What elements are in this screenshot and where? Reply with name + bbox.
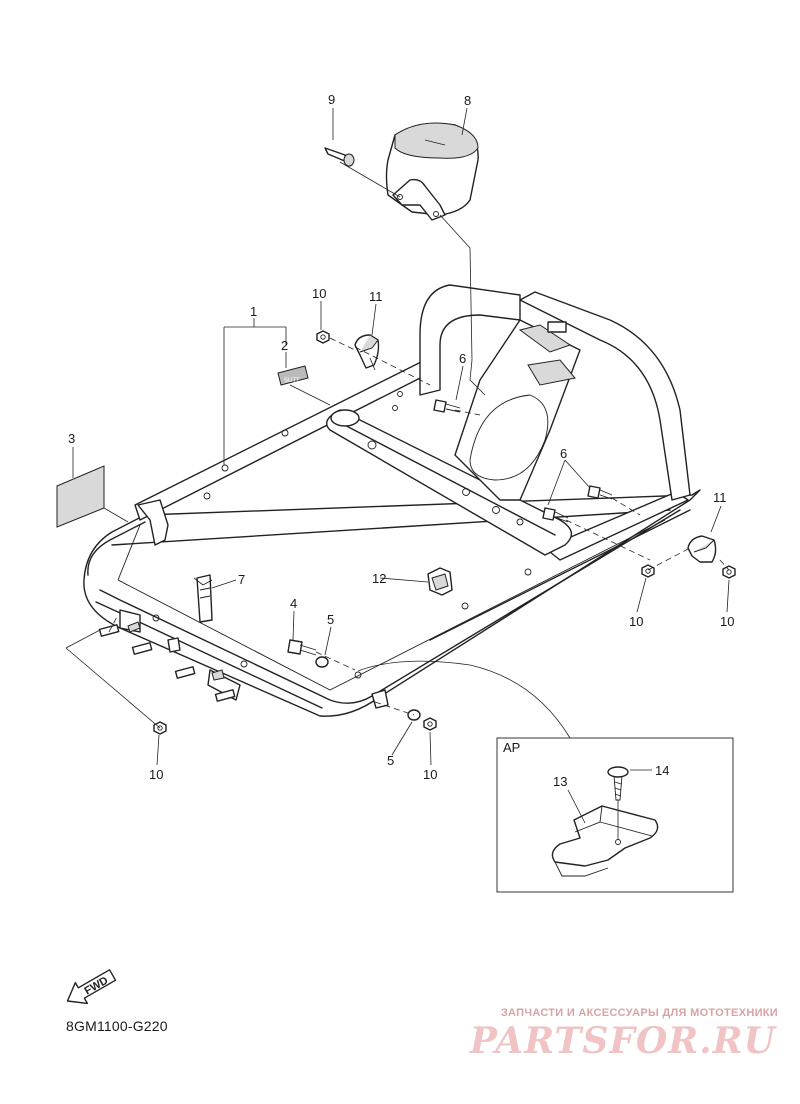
watermark-tagline: ЗАПЧАСТИ И АКСЕССУАРЫ ДЛЯ МОТОТЕХНИКИ [500,1007,778,1019]
part-7-holder [193,574,213,623]
inset-ap-box [496,737,734,893]
part-10-nuts [153,330,736,735]
callout-10-bottom: 10 [423,767,437,782]
callout-12: 12 [372,571,386,586]
callout-5-upper: 5 [327,612,334,627]
callout-1: 1 [250,304,257,319]
callout-6-upper: 6 [459,351,466,366]
watermark-logo: PARTSFOR.RU [469,1020,776,1062]
part-3-label [56,465,105,528]
callout-4: 4 [290,596,297,611]
diagram-code: 8GM1100-G220 [66,1018,168,1034]
callout-10-left: 10 [149,767,163,782]
nut-10c [722,565,736,579]
callout-11-right: 11 [713,490,727,505]
cable-line [357,660,571,739]
callout-13: 13 [553,774,567,789]
nut-10e [423,717,437,731]
part-8-cushion [385,122,479,221]
washer-5a [315,656,329,668]
callout-2: 2 [281,338,288,353]
nut-10b [641,564,655,578]
fwd-arrow: FWD [66,969,117,1005]
callout-8: 8 [464,93,471,108]
callout-10-top: 10 [312,286,326,301]
part-4-bolt [287,639,317,656]
part-2-label-tag: SUTT [277,365,309,386]
inset-label: AP [503,740,520,755]
part-6-bolts [433,399,613,523]
assembly-lines [65,161,730,729]
callout-14: 14 [655,763,669,778]
callout-3: 3 [68,431,75,446]
callout-numbers: 9 8 10 11 1 2 3 6 6 11 7 12 4 5 10 10 10… [68,92,734,789]
nut-10a [316,330,330,344]
part-9-rivet [324,147,355,167]
frame-assembly [83,284,701,717]
callout-10-right: 10 [720,614,734,629]
fwd-label: FWD [83,975,111,998]
callout-7: 7 [238,572,245,587]
label-tag-text: SUTT [284,378,300,384]
callout-9: 9 [328,92,335,107]
callout-5-lower: 5 [387,753,394,768]
callout-10-mid: 10 [629,614,643,629]
callout-6-right: 6 [560,446,567,461]
part-12-clamp [427,567,453,596]
callout-11-top: 11 [369,289,383,304]
leader-lines [72,107,730,766]
part-11-clips [354,334,717,563]
front-studs [98,624,236,702]
